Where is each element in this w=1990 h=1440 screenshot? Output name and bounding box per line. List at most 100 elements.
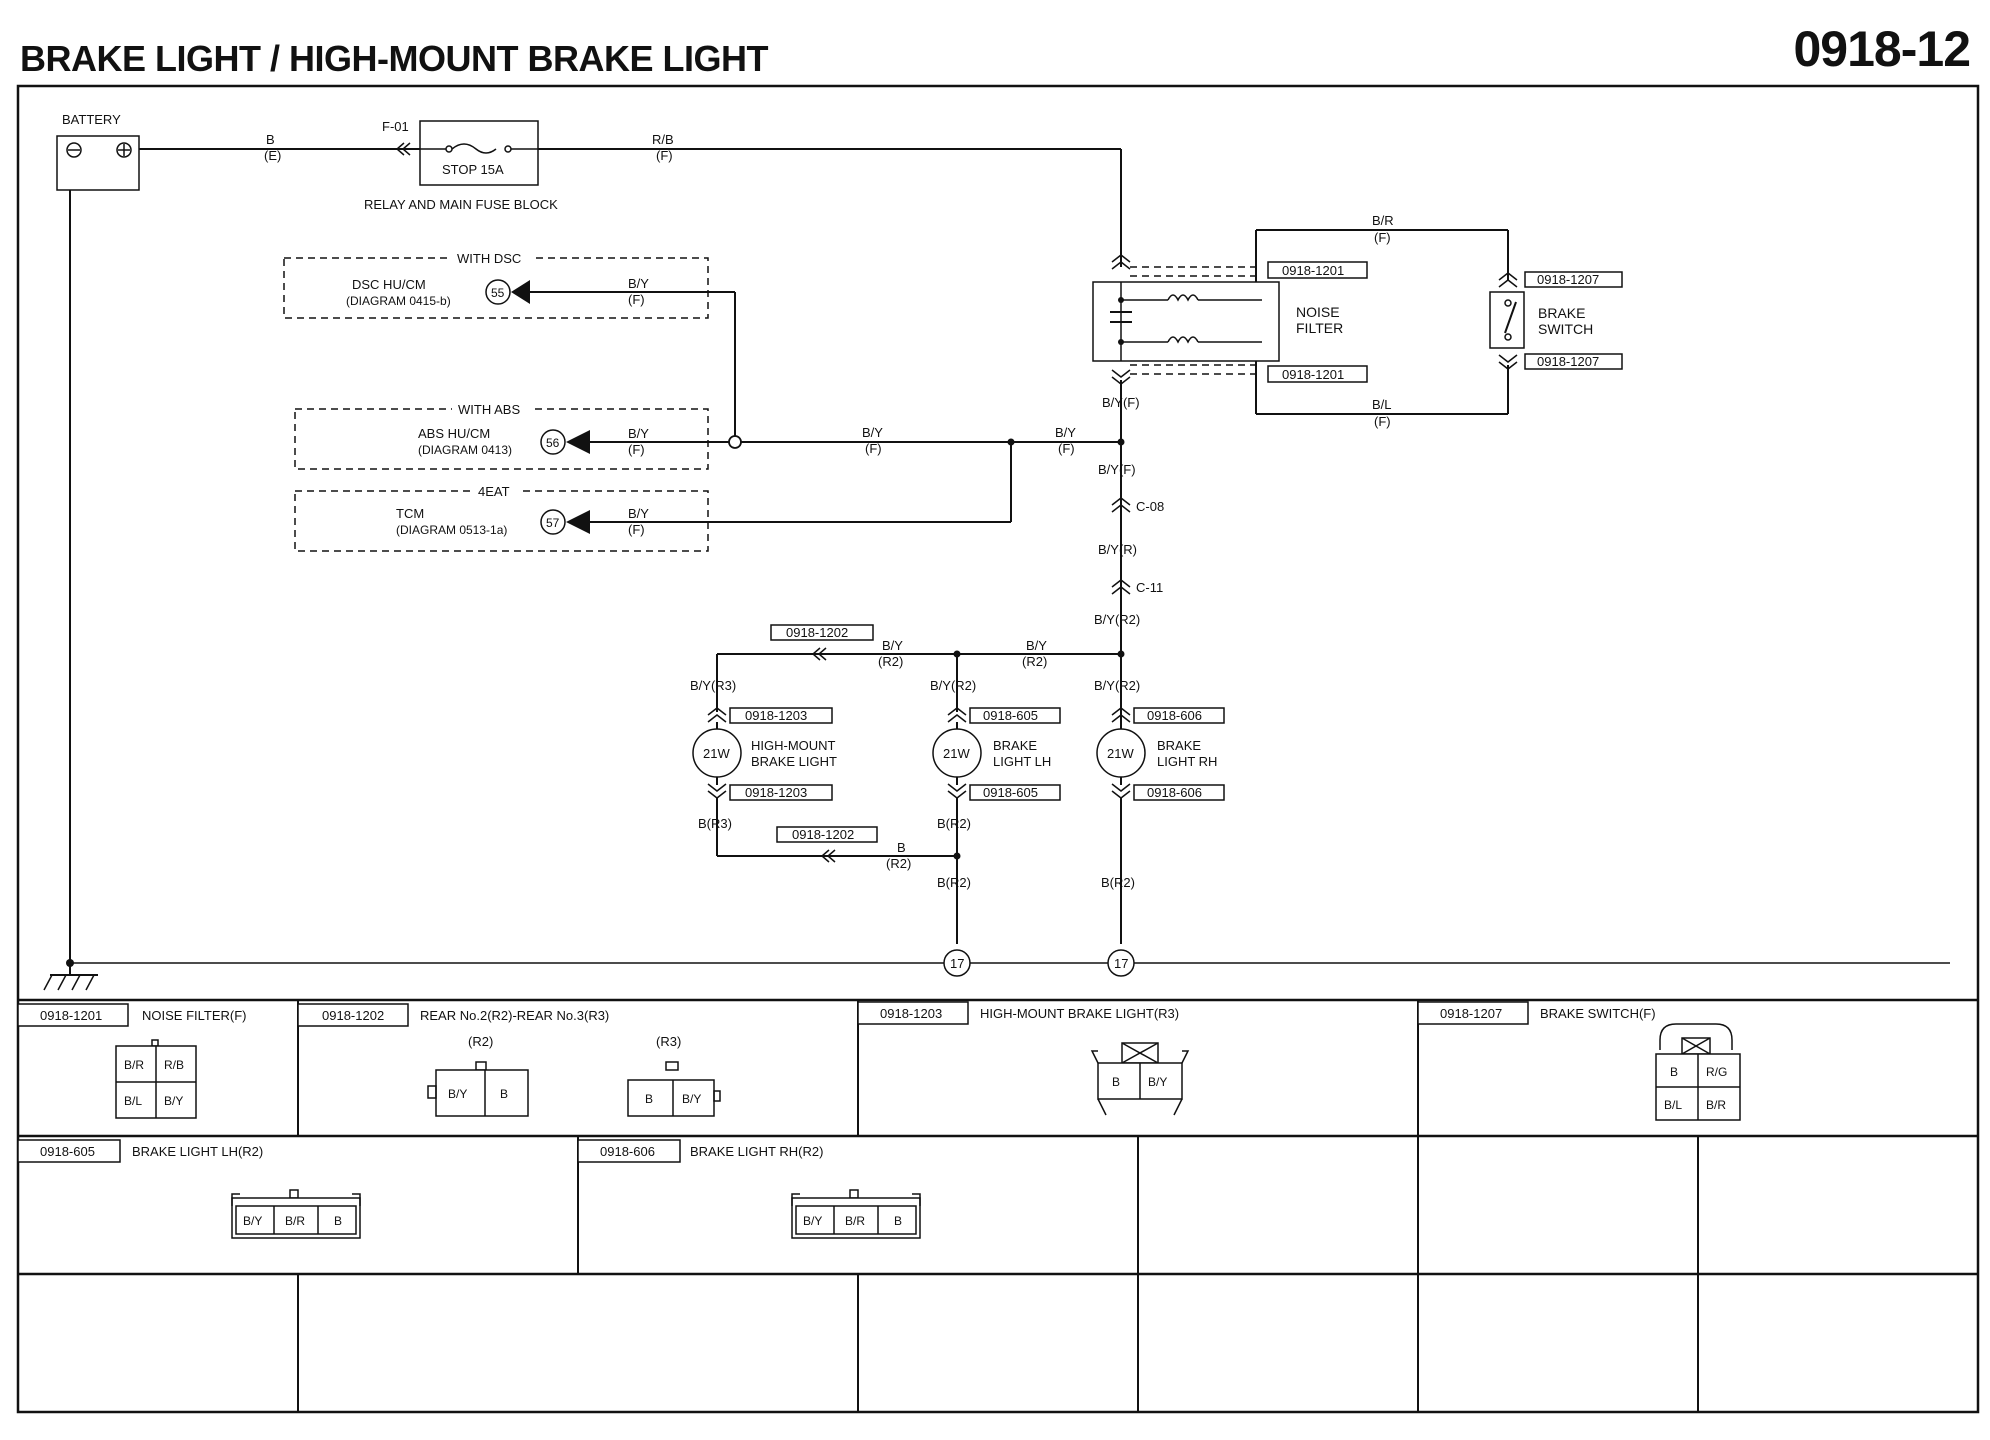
pin-number: 56 (546, 436, 560, 450)
connector-face-icon: B/Y B/R B (231, 1189, 361, 1239)
wire-color: B/Y(F) (1098, 462, 1136, 477)
connector-id: 0918-1203 (745, 708, 807, 723)
wire-color: B/L (1372, 397, 1392, 412)
connector-id: C-11 (1136, 580, 1163, 595)
connector-cell-brake-light-rh: 0918-606 BRAKE LIGHT RH(R2) B/Y B/R B (577, 1139, 921, 1239)
pin-label: B (645, 1092, 653, 1106)
diagram-frame (16, 84, 1980, 1414)
connector-ref (1524, 353, 1623, 370)
wire-connector: (R2) (886, 856, 911, 871)
connector-face-icon: B/Y B (427, 1061, 529, 1117)
connector-arrow-icon (1111, 579, 1131, 595)
connector-id: 0918-1203 (745, 785, 807, 800)
brake-switch: 0918-1207 0918-1207 BRAKE SWITCH (1489, 271, 1623, 370)
wire-color: B(R3) (698, 816, 732, 831)
battery-label: BATTERY (62, 112, 121, 127)
connector-arrow-icon (1111, 254, 1131, 270)
connector-ref (969, 707, 1061, 724)
wire-connector: (R2) (1022, 654, 1047, 669)
diagram-ref: (DIAGRAM 0413) (418, 443, 512, 457)
splice-point (728, 435, 742, 449)
brake-light-rh: B/Y(R2) 0918-606 21W BRAKE LIGHT RH 0918… (1094, 678, 1225, 944)
connector-name: BRAKE LIGHT LH(R2) (132, 1144, 263, 1159)
noise-filter: 0918-1201 0918-1201 NOISE FILTER B/Y(F) (1092, 254, 1368, 410)
connector-face-icon: B B/Y (627, 1061, 721, 1117)
pin-label: B/Y (448, 1087, 467, 1101)
connector-ref (1133, 707, 1225, 724)
wire-color: B/Y (628, 506, 649, 521)
connector-arrow-icon (811, 647, 827, 661)
connector-id: 0918-605 (40, 1144, 95, 1159)
connector-ref (729, 784, 833, 801)
connector-id: 0918-605 (983, 785, 1038, 800)
wire-connector: (F) (628, 292, 645, 307)
wire-color: B/Y(R3) (690, 678, 736, 693)
connector-id: 0918-1202 (322, 1008, 384, 1023)
pin-label: B (1112, 1075, 1120, 1089)
pin-label: B (334, 1214, 342, 1228)
wire-connector: (F) (1374, 414, 1391, 429)
connector-id: 0918-606 (600, 1144, 655, 1159)
connector-arrow-icon (707, 707, 727, 723)
connector-ref (776, 826, 878, 843)
diagram-ref: (DIAGRAM 0415-b) (346, 294, 451, 308)
component-name: FILTER (1296, 320, 1343, 336)
connector-ref (1267, 365, 1368, 383)
wire-color: B/Y(R2) (930, 678, 976, 693)
connector-id: 0918-606 (1147, 785, 1202, 800)
connector-arrow-icon (1498, 354, 1518, 370)
option-label: WITH ABS (458, 402, 520, 417)
connector-face-icon: B/R R/B B/L B/Y (115, 1039, 197, 1119)
wire-connector: (F) (628, 442, 645, 457)
connector-id: 0918-1202 (792, 827, 854, 842)
high-mount-brake-light: B/Y(R3) 0918-1203 21W HIGH-MOUNT BRAKE L… (690, 654, 837, 856)
pin-label: B/Y (803, 1214, 822, 1228)
lamp-wattage: 21W (703, 746, 730, 761)
connector-face-icon: B B/Y (1090, 1042, 1190, 1116)
option-label: WITH DSC (457, 251, 521, 266)
pin-label: R/B (164, 1058, 184, 1072)
abs-module: WITH ABS ABS HU/CM (DIAGRAM 0413) 56 B/Y… (294, 402, 729, 470)
wire-connector: (F) (656, 148, 673, 163)
connector-id: 0918-605 (983, 708, 1038, 723)
wire-color: B(R2) (937, 875, 971, 890)
connector-face-icon: B R/G B/L B/R (1655, 1023, 1741, 1121)
wire-connector: (F) (1374, 230, 1391, 245)
wire-connector: (F) (1058, 441, 1075, 456)
connector-name: NOISE FILTER(F) (142, 1008, 246, 1023)
option-label: 4EAT (478, 484, 510, 499)
pin-label: B (1670, 1065, 1678, 1079)
connector-cell-high-mount: 0918-1203 HIGH-MOUNT BRAKE LIGHT(R3) B B… (857, 1001, 1190, 1116)
diagram-code: 0918-12 (1793, 21, 1971, 77)
lamp-wattage: 21W (1107, 746, 1134, 761)
wire-color: B/Y (628, 426, 649, 441)
fuse-label: STOP 15A (442, 162, 504, 177)
component-name: BRAKE (1538, 305, 1585, 321)
terminal-arrow-icon (566, 430, 590, 454)
dsc-module: WITH DSC DSC HU/CM (DIAGRAM 0415-b) 55 B… (283, 251, 735, 319)
pin-label: B/Y (243, 1214, 262, 1228)
pin-label: B/Y (164, 1094, 183, 1108)
connector-cell-brake-light-lh: 0918-605 BRAKE LIGHT LH(R2) B/Y B/R B (17, 1139, 361, 1239)
wire-color: B/Y(R) (1098, 542, 1137, 557)
coil-icon (1167, 336, 1199, 344)
component-name: NOISE (1296, 304, 1340, 320)
ground-point-rh: 17 (1107, 949, 1135, 977)
pin-label: B (894, 1214, 902, 1228)
wire-color: B/Y (882, 638, 903, 653)
connector-arrow-icon (947, 707, 967, 723)
pin-label: B/L (1664, 1098, 1682, 1112)
connector-id: 0918-1201 (40, 1008, 102, 1023)
wire-connector: (F) (628, 522, 645, 537)
connector-ref (770, 624, 874, 641)
component-name: BRAKE (993, 738, 1037, 753)
connector-name: REAR No.2(R2)-REAR No.3(R3) (420, 1008, 609, 1023)
pin-label: B (500, 1087, 508, 1101)
wire-connector: (F) (865, 441, 882, 456)
wire-color: B (266, 132, 275, 147)
module-name: DSC HU/CM (352, 277, 426, 292)
wire-color: B/Y(R2) (1094, 612, 1140, 627)
chassis-ground-icon (43, 963, 98, 991)
connector-arrow-icon (820, 849, 836, 863)
pin-label: B/R (124, 1058, 144, 1072)
